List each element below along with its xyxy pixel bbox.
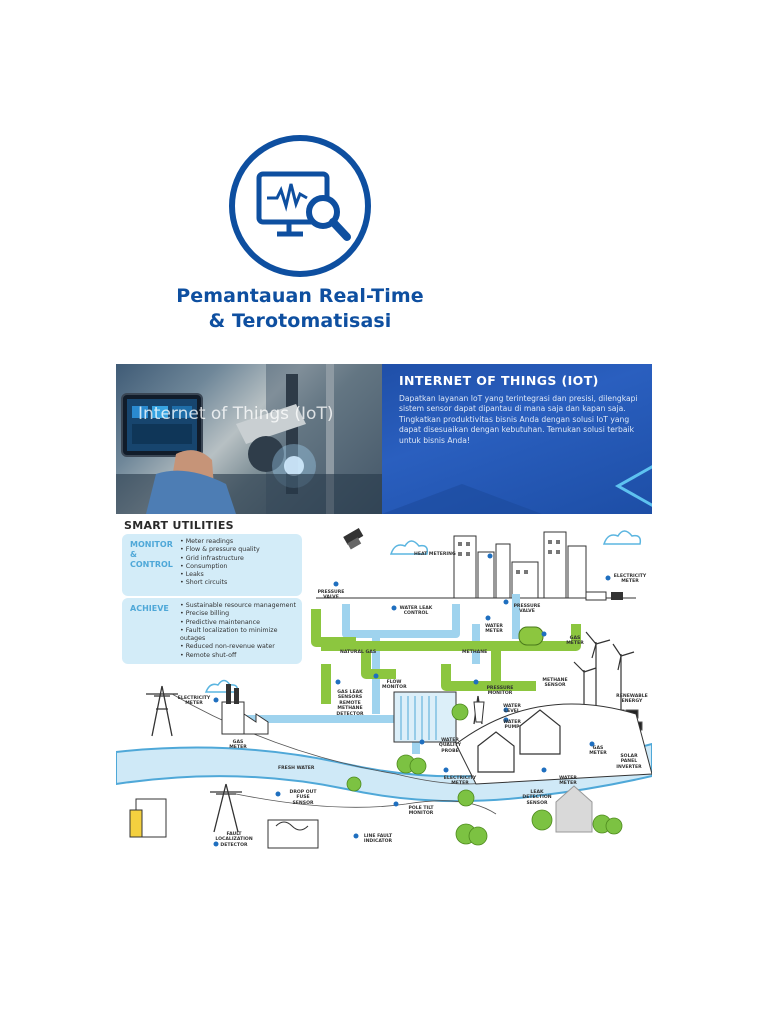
label-solar-panel-inverter: SOLAR PANEL INVERTER — [616, 754, 642, 770]
label-drop-out-fuse-sensor: DROP OUT FUSE SENSOR — [289, 790, 317, 806]
label-methane-sensor: METHANE SENSOR — [542, 678, 568, 689]
heading-line-1: Pemantauan Real-Time — [176, 285, 424, 307]
label-heat-metering: HEAT METERING — [414, 552, 456, 557]
monitor-control-header: MONITOR & CONTROL — [130, 540, 173, 569]
realtime-monitoring-icon — [229, 135, 371, 277]
label-water-meter-center: WATER METER — [485, 624, 503, 635]
list-item: Leaks — [180, 571, 260, 579]
achieve-header: ACHIEVE — [130, 604, 169, 613]
label-water-meter-house: WATER METER — [559, 776, 577, 787]
label-gas-meter-left: GAS METER — [229, 740, 247, 751]
iot-info-panel: INTERNET OF THINGS (IOT) Dapatkan layana… — [382, 364, 652, 514]
label-electricity-meter-bottom: ELECTRICITY METER — [443, 776, 477, 787]
label-leak-detection-sensor: LEAK DETECTION SENSOR — [522, 790, 552, 806]
smart-utilities-infographic: SMART UTILITIES MONITOR & CONTROL Meter … — [116, 514, 652, 870]
label-water-pump: WATER PUMP — [503, 720, 521, 731]
label-fresh-water: FRESH WATER — [278, 766, 315, 771]
label-natural-gas: NATURAL GAS — [340, 650, 377, 655]
label-pole-tilt-monitor: POLE TILT MONITOR — [408, 806, 434, 817]
label-gas-meter-right: GAS METER — [566, 636, 584, 647]
satellite-icon — [343, 528, 364, 550]
list-item: Sustainable resource management — [180, 602, 302, 610]
monitor-control-list: Meter readings Flow & pressure quality G… — [180, 538, 260, 588]
label-methane: METHANE — [462, 650, 488, 655]
iot-banner: Internet of Things (IoT) INTERNET OF THI… — [116, 364, 652, 514]
iot-panel-description: Dapatkan layanan IoT yang terintegrasi d… — [399, 394, 638, 445]
label-water-leak-control: WATER LEAK CONTROL — [399, 606, 433, 617]
heading-line-2: & Terotomatisasi — [208, 310, 392, 332]
list-item: Predictive maintenance — [180, 619, 302, 627]
label-fault-localization-detector: FAULT LOCALIZATION DETECTOR — [215, 832, 253, 848]
list-item: Remote shut-off — [180, 652, 302, 660]
list-item: Precise billing — [180, 610, 302, 618]
label-water-quality-probe: WATER QUALITY PROBE — [438, 738, 462, 754]
iot-banner-photo: Internet of Things (IoT) — [116, 364, 382, 514]
label-electricity-meter-left: ELECTRICITY METER — [177, 696, 211, 707]
label-pressure-monitor: PRESSURE MONITOR — [486, 686, 514, 697]
chevron-decoration-icon — [382, 465, 652, 514]
label-water-level: WATER LEVEL — [503, 704, 521, 715]
label-renewable-energy: RENEWABLE ENERGY — [616, 694, 648, 705]
list-item: Fault localization to minimize outages — [180, 627, 302, 644]
label-pressure-valve-left: PRESSURE VALVE — [317, 590, 345, 601]
list-item: Grid infrastructure — [180, 555, 260, 563]
list-item: Short circuits — [180, 579, 260, 587]
label-electricity-meter-top: ELECTRICITY METER — [613, 574, 647, 585]
list-item: Reduced non-revenue water — [180, 643, 302, 651]
label-flow-monitor: FLOW MONITOR — [382, 680, 407, 691]
achieve-box: ACHIEVE Sustainable resource management … — [122, 598, 302, 664]
label-gas-leak-sensors: GAS LEAK SENSORS REMOTE METHANE DETECTOR — [336, 690, 364, 717]
page-heading: Pemantauan Real-Time & Terotomatisasi — [150, 284, 450, 334]
list-item: Flow & pressure quality — [180, 546, 260, 554]
iot-panel-title: INTERNET OF THINGS (IOT) — [399, 373, 599, 388]
banner-overlay-title: Internet of Things (IoT) — [138, 404, 334, 424]
monitor-control-box: MONITOR & CONTROL Meter readings Flow & … — [122, 534, 302, 596]
smart-utilities-title: SMART UTILITIES — [124, 519, 234, 532]
utilities-network-illustration — [116, 528, 652, 849]
list-item: Meter readings — [180, 538, 260, 546]
label-gas-meter-house: GAS METER — [589, 746, 607, 757]
label-pressure-valve-right: PRESSURE VALVE — [513, 604, 541, 615]
list-item: Consumption — [180, 563, 260, 571]
industrial-robot-photo — [116, 364, 382, 514]
label-line-fault-indicator: LINE FAULT INDICATOR — [363, 834, 393, 845]
achieve-list: Sustainable resource management Precise … — [180, 602, 302, 660]
